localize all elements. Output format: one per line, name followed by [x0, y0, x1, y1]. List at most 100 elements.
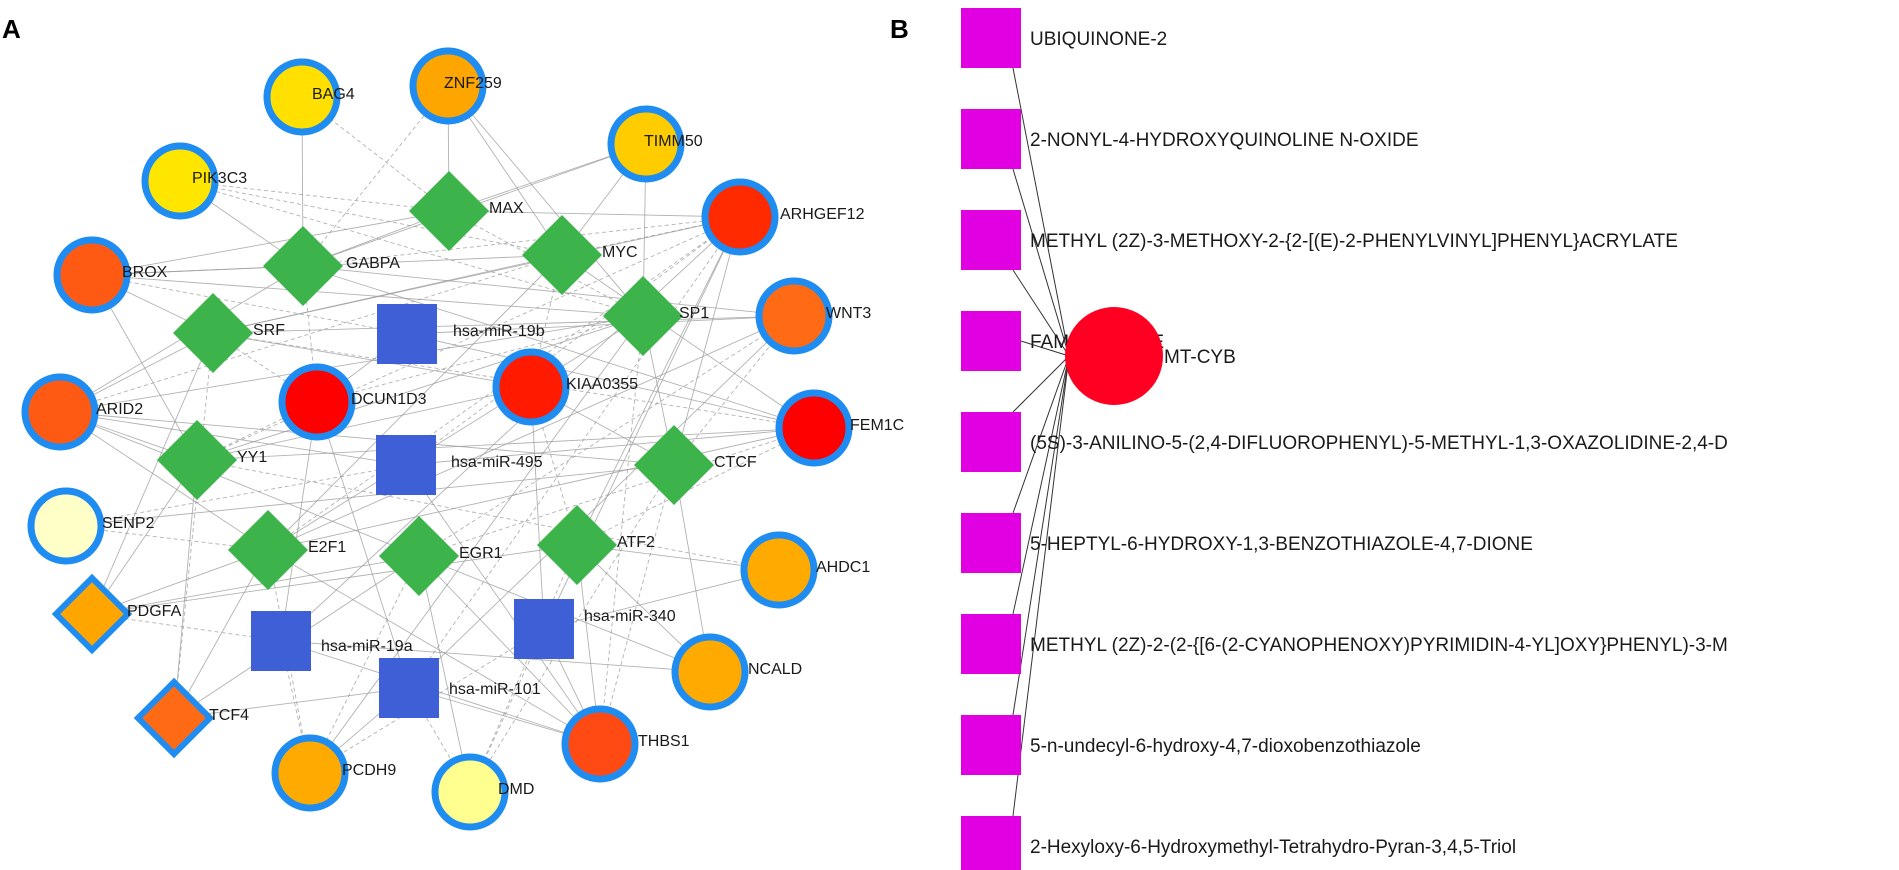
panel-b-edges	[1012, 67, 1070, 817]
node-hsa-mir-495[interactable]: hsa-miR-495	[376, 435, 543, 495]
node-yy1[interactable]: YY1	[157, 420, 267, 500]
node-label: hsa-miR-101	[449, 681, 541, 698]
node-bag4[interactable]: BAG4	[263, 58, 355, 136]
node-max[interactable]: MAX	[409, 171, 524, 251]
node-label: WNT3	[826, 305, 871, 322]
node-hsa-mir-340[interactable]: hsa-miR-340	[514, 599, 676, 659]
node-arid2[interactable]: ARID2	[21, 373, 143, 451]
panel-b-letter: B	[890, 14, 909, 44]
drug-node-5[interactable]: 5-HEPTYL-6-HYDROXY-1,3-BENZOTHIAZOLE-4,7…	[961, 513, 1533, 573]
edge-drug-3-hub	[1020, 340, 1070, 357]
circle-node-shape	[431, 753, 509, 831]
edge-gabpa-arhgef12	[302, 216, 741, 267]
edge-myc-arid2	[59, 254, 563, 413]
node-label: ARID2	[96, 401, 143, 418]
edge-drug-8-hub	[1012, 355, 1070, 817]
edge-hsa-mir-495-thbs1	[405, 464, 601, 745]
node-hsa-mir-19b[interactable]: hsa-miR-19b	[377, 304, 545, 364]
node-arhgef12[interactable]: ARHGEF12	[701, 178, 865, 256]
edge-sp1-yy1	[196, 315, 644, 461]
edge-atf2-pdgfa	[91, 544, 578, 615]
hub-node-mt-cyb[interactable]: MT-CYB	[1065, 307, 1236, 405]
node-dmd[interactable]: DMD	[431, 753, 534, 831]
node-znf259[interactable]: ZNF259	[409, 47, 502, 125]
edge-hsa-mir-495-arhgef12	[405, 216, 741, 466]
edge-ctcf-thbs1	[599, 464, 675, 745]
node-kiaa0355[interactable]: KIAA0355	[492, 348, 638, 426]
node-myc[interactable]: MYC	[522, 215, 638, 295]
node-ahdc1[interactable]: AHDC1	[740, 531, 870, 609]
node-label: ARHGEF12	[780, 206, 865, 223]
edge-egr1-pdgfa	[91, 555, 420, 615]
drug-square	[961, 816, 1021, 870]
edge-hsa-mir-101-wnt3	[408, 315, 795, 689]
circle-node-shape	[740, 531, 818, 609]
edge-hsa-mir-101-tcf4	[173, 687, 410, 719]
edge-drug-2-hub	[1012, 269, 1070, 357]
node-ncald[interactable]: NCALD	[671, 633, 802, 711]
square-node-shape	[251, 611, 311, 671]
diamond-node-shape	[634, 425, 714, 505]
drug-label: 2-NONYL-4-HYDROXYQUINOLINE N-OXIDE	[1030, 130, 1419, 151]
node-pik3c3[interactable]: PIK3C3	[141, 142, 247, 220]
edge-drug-4-hub	[1012, 355, 1070, 413]
node-hsa-mir-19a[interactable]: hsa-miR-19a	[251, 611, 413, 671]
node-gabpa[interactable]: GABPA	[263, 226, 400, 306]
diamond-node-shape	[157, 420, 237, 500]
node-ctcf[interactable]: CTCF	[634, 425, 757, 505]
edge-max-arhgef12	[448, 210, 741, 218]
diamond-node-shape	[133, 677, 215, 759]
node-label: DMD	[498, 781, 534, 798]
edge-atf2-dmd	[469, 544, 578, 793]
square-node-shape	[379, 658, 439, 718]
drug-node-7[interactable]: 5-n-undecyl-6-hydroxy-4,7-dioxobenzothia…	[961, 715, 1421, 775]
node-label: ZNF259	[444, 75, 502, 92]
node-label: BROX	[122, 264, 168, 281]
drug-label: METHYL (2Z)-3-METHOXY-2-{2-[(E)-2-PHENYL…	[1030, 231, 1678, 252]
node-label: DCUN1D3	[351, 391, 427, 408]
node-brox[interactable]: BROX	[53, 236, 168, 314]
drug-node-4[interactable]: (5S)-3-ANILINO-5-(2,4-DIFLUOROPHENYL)-5-…	[961, 412, 1728, 472]
node-senp2[interactable]: SENP2	[27, 487, 155, 565]
node-fem1c[interactable]: FEM1C	[775, 389, 904, 467]
drug-node-6[interactable]: METHYL (2Z)-2-(2-{[6-(2-CYANOPHENOXY)PYR…	[961, 614, 1728, 674]
node-srf[interactable]: SRF	[173, 293, 285, 373]
edge-drug-5-hub	[1012, 355, 1070, 514]
node-sp1[interactable]: SP1	[603, 276, 709, 356]
node-pdgfa[interactable]: PDGFA	[51, 573, 182, 655]
drug-node-2[interactable]: METHYL (2Z)-3-METHOXY-2-{2-[(E)-2-PHENYL…	[961, 210, 1678, 270]
edge-egr1-dmd	[418, 555, 471, 793]
node-label: hsa-miR-495	[451, 454, 543, 471]
node-timm50[interactable]: TIMM50	[607, 105, 703, 183]
edge-hsa-mir-495-arid2	[59, 411, 407, 466]
circle-node-shape	[27, 487, 105, 565]
node-egr1[interactable]: EGR1	[379, 516, 503, 596]
node-label: PCDH9	[342, 762, 396, 779]
node-tcf4[interactable]: TCF4	[133, 677, 249, 759]
edge-hsa-mir-19b-brox	[91, 274, 408, 335]
edge-sp1-pcdh9	[309, 315, 644, 774]
node-thbs1[interactable]: THBS1	[561, 705, 690, 783]
edge-hsa-mir-340-ahdc1	[543, 569, 780, 630]
edge-myc-fem1c	[561, 254, 815, 429]
diamond-node-shape	[263, 226, 343, 306]
circle-node-shape	[607, 105, 685, 183]
node-e2f1[interactable]: E2F1	[228, 510, 346, 590]
node-atf2[interactable]: ATF2	[537, 505, 655, 585]
edge-hsa-mir-101-arhgef12	[408, 216, 741, 689]
node-pcdh9[interactable]: PCDH9	[271, 734, 396, 812]
edge-gabpa-fem1c	[302, 265, 815, 429]
node-wnt3[interactable]: WNT3	[755, 277, 871, 355]
drug-node-0[interactable]: UBIQUINONE-2	[961, 8, 1167, 68]
edge-egr1-pcdh9	[309, 555, 420, 774]
node-hsa-mir-101[interactable]: hsa-miR-101	[379, 658, 541, 718]
panel-b-nodes: UBIQUINONE-2 2-NONYL-4-HYDROXYQUINOLINE N…	[961, 8, 1728, 870]
node-dcun1d3[interactable]: DCUN1D3	[278, 363, 427, 441]
circle-node-shape	[271, 734, 349, 812]
diamond-node-shape	[603, 276, 683, 356]
drug-node-8[interactable]: 2-Hexyloxy-6-Hydroxymethyl-Tetrahydro-Py…	[961, 816, 1516, 870]
edge-sp1-dcun1d3	[316, 315, 644, 403]
drug-node-1[interactable]: 2-NONYL-4-HYDROXYQUINOLINE N-OXIDE	[961, 109, 1419, 169]
edge-hsa-mir-19a-dcun1d3	[280, 401, 318, 642]
